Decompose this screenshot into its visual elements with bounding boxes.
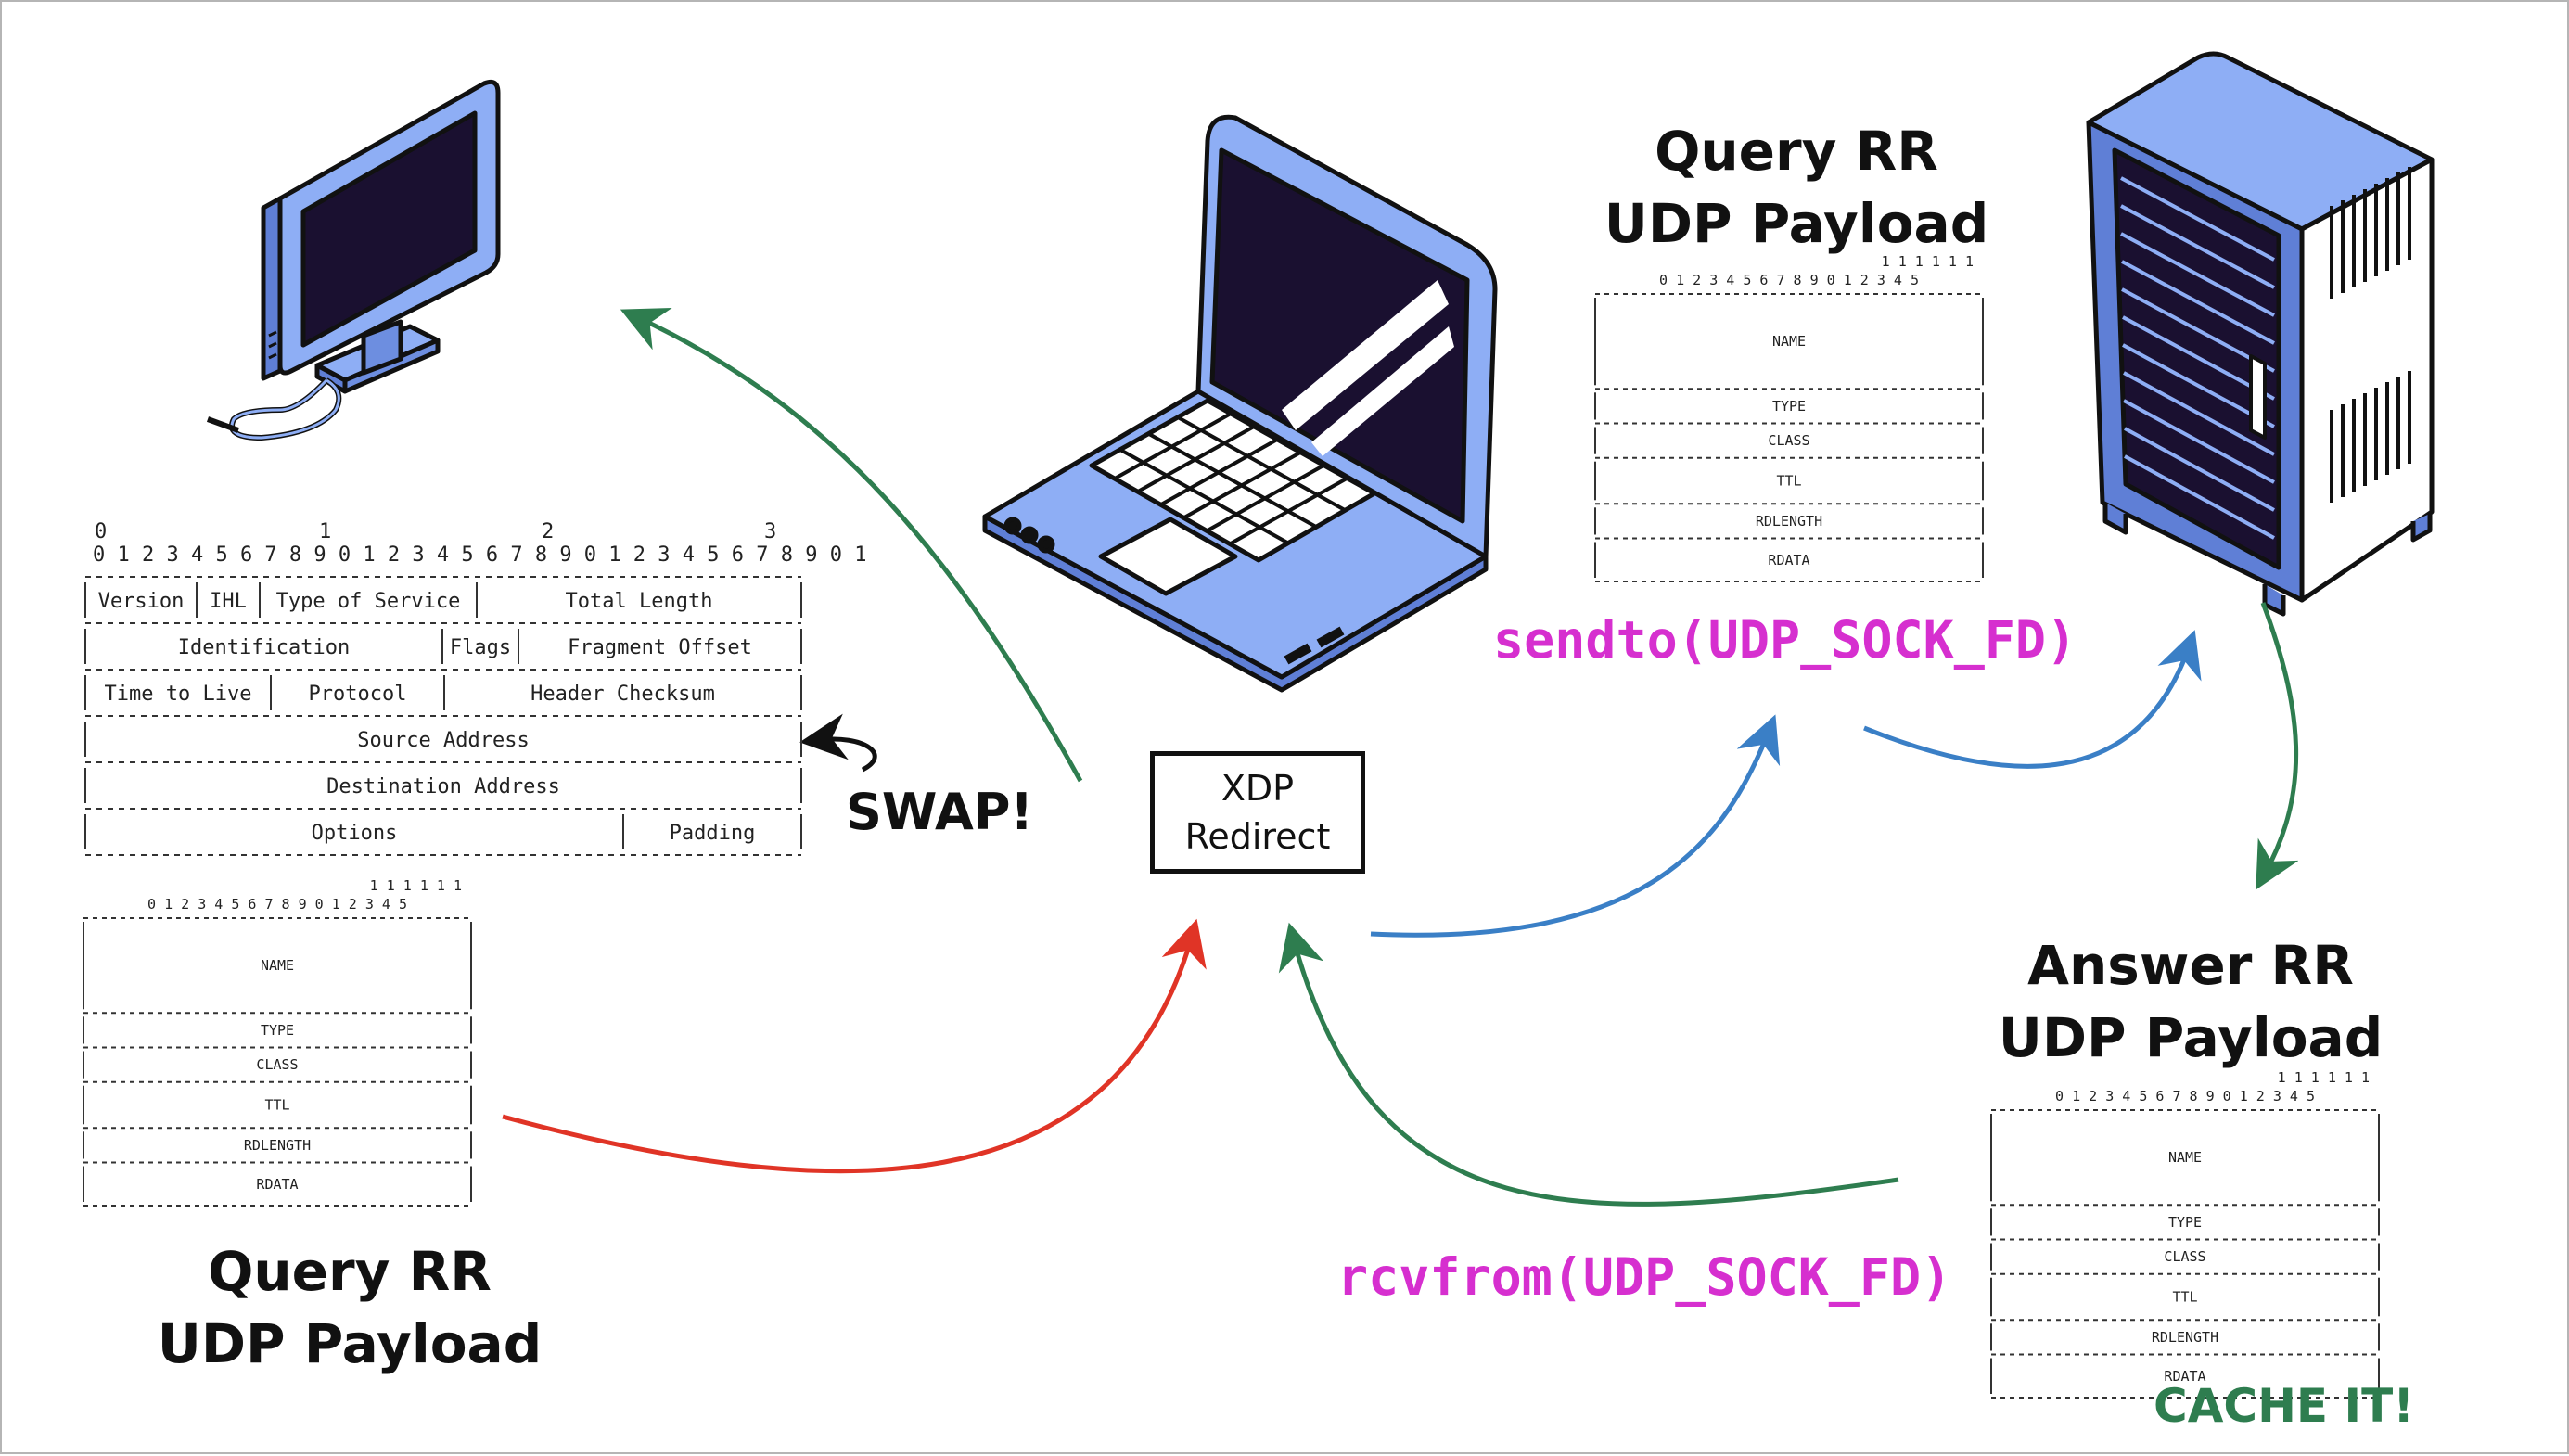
- ip-field-label: Time to Live: [105, 683, 252, 706]
- arrow-answer-to-xdp: [1278, 922, 1899, 1207]
- rr-bit-ruler: 0 1 2 3 4 5 6 7 8 9 0 1 2 3 4 5: [1659, 272, 1919, 288]
- rr-bit-tens: 1 1 1 1 1 1: [370, 877, 462, 894]
- rr-field-label: TTL: [1776, 473, 1801, 490]
- rr-field-label: TTL: [2172, 1289, 2197, 1306]
- rr-bit-ruler: 0 1 2 3 4 5 6 7 8 9 0 1 2 3 4 5: [2055, 1088, 2315, 1105]
- ip-tens-label: 1: [319, 520, 331, 543]
- ip-tens-label: 3: [764, 520, 776, 543]
- arrow-client-to-xdp: [502, 918, 1207, 1174]
- rr-field-label: NAME: [1772, 333, 1806, 350]
- rr-field-label: NAME: [261, 957, 294, 974]
- monitor-icon: [206, 79, 501, 441]
- arrow-xdp-to-sendto: [1370, 714, 1781, 938]
- arrow-sendto-to-server: [1863, 630, 2202, 769]
- ip-field-label: Identification: [178, 636, 350, 659]
- rr-field-label: CLASS: [1768, 432, 1809, 449]
- ip-field-label: Total Length: [566, 590, 713, 613]
- swap-label: SWAP!: [846, 783, 1034, 841]
- ip-field-label: Options: [312, 822, 398, 845]
- rr-field-label: RDATA: [1768, 552, 1809, 568]
- swap-arrow: [799, 713, 877, 773]
- xdp-box-line1: XDP: [1221, 768, 1295, 809]
- rr-table-top: 1 1 1 1 1 1 0 1 2 3 4 5 6 7 8 9 0 1 2 3 4…: [1594, 253, 1984, 582]
- rr-field-label: RDLENGTH: [244, 1137, 311, 1154]
- ip-tens-label: 0: [95, 520, 107, 543]
- ip-field-label: Version: [98, 590, 185, 613]
- rr-field-label: CLASS: [256, 1056, 298, 1073]
- ip-field-label: Fragment Offset: [568, 636, 752, 659]
- arrow-xdp-to-monitor: [620, 307, 1083, 783]
- rcvfrom-label: rcvfrom(UDP_SOCK_FD): [1337, 1247, 1952, 1307]
- query-rr-heading-left: Query RR UDP Payload: [157, 1240, 543, 1375]
- arrow-server-to-answer: [2256, 602, 2299, 890]
- ip-field-label: IHL: [210, 590, 247, 613]
- ip-bit-ruler: 0 1 2 3 4 5 6 7 8 9 0 1 2 3 4 5 6 7 8 9 …: [93, 543, 866, 567]
- cache-label: CACHE IT!: [2154, 1379, 2415, 1433]
- rr-field-label: TYPE: [261, 1022, 294, 1039]
- rr-field-label: NAME: [2168, 1149, 2202, 1166]
- ip-field-label: Protocol: [309, 683, 407, 706]
- rr-bit-ruler: 0 1 2 3 4 5 6 7 8 9 0 1 2 3 4 5: [147, 896, 407, 913]
- ip-field-label: Padding: [670, 822, 756, 845]
- rr-field-label: RDLENGTH: [2152, 1329, 2218, 1346]
- server-rack-icon: [2086, 51, 2435, 617]
- rr-field-label: CLASS: [2164, 1248, 2205, 1265]
- ip-field-label: Type of Service: [276, 590, 461, 613]
- rr-field-label: TYPE: [1772, 398, 1806, 415]
- sendto-label: sendto(UDP_SOCK_FD): [1493, 610, 2077, 670]
- query-rr-heading-top: Query RR UDP Payload: [1604, 120, 1989, 255]
- ip-field-label: Destination Address: [326, 775, 560, 798]
- rr-table-answer: 1 1 1 1 1 1 0 1 2 3 4 5 6 7 8 9 0 1 2 3 4…: [1990, 1069, 2380, 1399]
- rr-bit-tens: 1 1 1 1 1 1: [2278, 1069, 2370, 1086]
- ip-field-label: Flags: [450, 636, 511, 659]
- xdp-redirect-box: XDP Redirect: [1150, 751, 1365, 874]
- laptop-icon: [982, 114, 1498, 693]
- ip-tens-label: 2: [542, 520, 554, 543]
- rr-bit-tens: 1 1 1 1 1 1: [1882, 253, 1974, 270]
- xdp-box-line2: Redirect: [1184, 816, 1331, 857]
- rr-table-left: 1 1 1 1 1 1 0 1 2 3 4 5 6 7 8 9 0 1 2 3 4…: [83, 877, 472, 1207]
- rr-field-label: RDATA: [2164, 1368, 2205, 1385]
- ip-field-label: Source Address: [357, 729, 529, 752]
- answer-rr-heading: Answer RR UDP Payload: [1998, 934, 2384, 1069]
- ip-field-label: Header Checksum: [530, 683, 715, 706]
- ip-header-table: 0 1 2 30 1 2 3 4 5 6 7 8 9 0 1 2 3 4 5 6 7 …: [84, 520, 866, 856]
- rr-field-label: RDATA: [256, 1176, 298, 1193]
- rr-field-label: TYPE: [2168, 1214, 2202, 1231]
- rr-field-label: TTL: [264, 1097, 289, 1114]
- rr-field-label: RDLENGTH: [1756, 513, 1822, 530]
